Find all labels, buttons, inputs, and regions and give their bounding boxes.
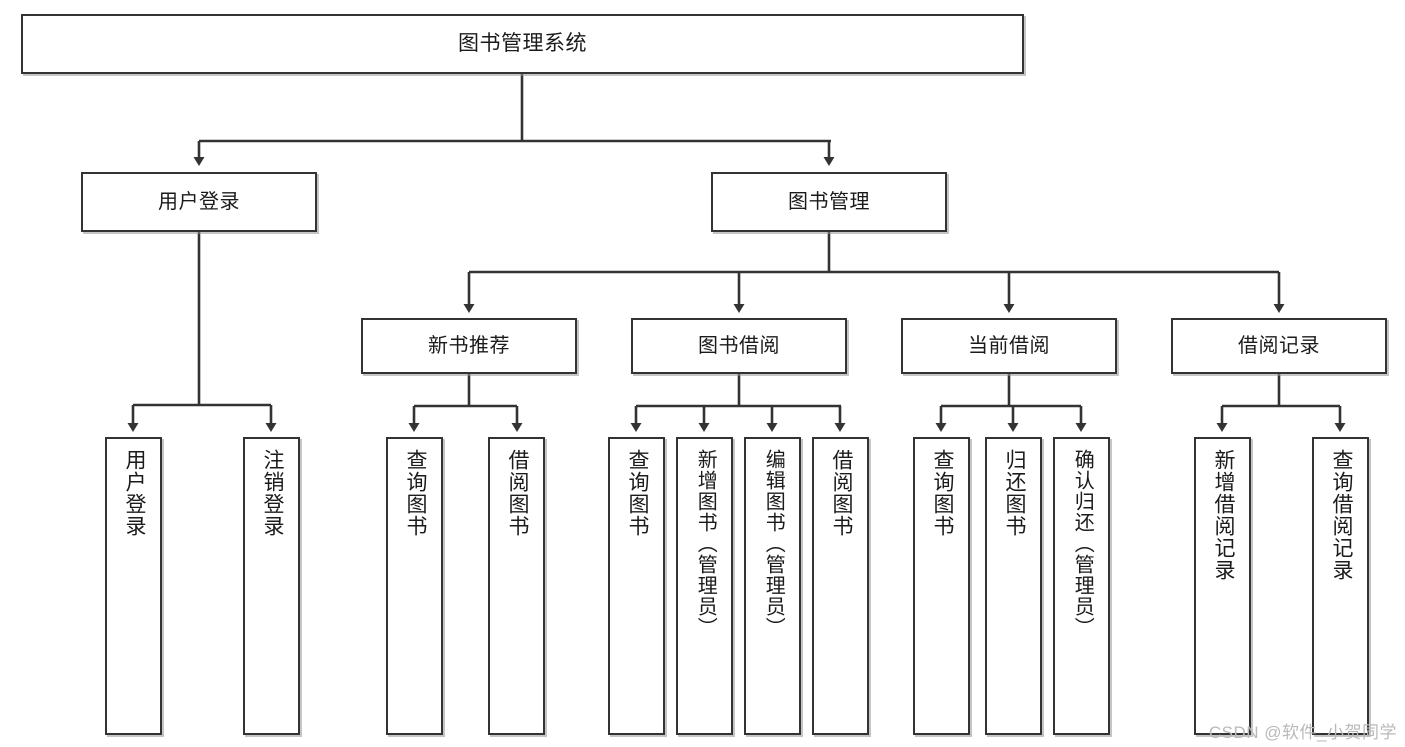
watermark: CSDN @软件_小贺同学: [1208, 723, 1397, 742]
leaf-add-book[interactable]: 新增图书（管理员）: [676, 437, 733, 735]
leaf-query-borrow-record-label: 查询借阅记录: [1329, 449, 1353, 581]
node-book-borrow-label: 图书借阅: [698, 334, 780, 357]
node-user-login[interactable]: 用户登录: [81, 172, 317, 232]
leaf-query-book-c[interactable]: 查询图书: [913, 437, 970, 735]
leaf-borrow-book-b-label: 借阅图书: [829, 449, 853, 537]
leaf-borrow-book-b[interactable]: 借阅图书: [812, 437, 869, 735]
leaf-edit-book[interactable]: 编辑图书（管理员）: [744, 437, 801, 735]
node-new-book-recommend-label: 新书推荐: [428, 334, 510, 357]
leaf-logout[interactable]: 注销登录: [243, 437, 300, 735]
leaf-edit-book-label: 编辑图书（管理员）: [762, 449, 785, 638]
node-root[interactable]: 图书管理系统: [21, 14, 1024, 74]
leaf-query-borrow-record[interactable]: 查询借阅记录: [1312, 437, 1369, 735]
node-borrow-record-label: 借阅记录: [1238, 334, 1320, 357]
leaf-return-book-label: 归还图书: [1002, 449, 1026, 537]
node-user-login-label: 用户登录: [158, 190, 240, 213]
node-borrow-record[interactable]: 借阅记录: [1171, 318, 1387, 374]
leaf-query-book-a-label: 查询图书: [403, 449, 427, 537]
leaf-confirm-return-label: 确认归还（管理员）: [1071, 449, 1094, 638]
leaf-add-book-label: 新增图书（管理员）: [694, 449, 717, 638]
leaf-query-book-b[interactable]: 查询图书: [608, 437, 665, 735]
leaf-return-book[interactable]: 归还图书: [985, 437, 1042, 735]
node-book-management-label: 图书管理: [788, 190, 870, 213]
leaf-query-book-a[interactable]: 查询图书: [386, 437, 443, 735]
node-root-label: 图书管理系统: [458, 31, 587, 55]
node-book-borrow[interactable]: 图书借阅: [631, 318, 847, 374]
leaf-borrow-book-a[interactable]: 借阅图书: [488, 437, 545, 735]
leaf-logout-label: 注销登录: [260, 449, 284, 537]
leaf-user-login-label: 用户登录: [122, 449, 146, 537]
leaf-add-borrow-record[interactable]: 新增借阅记录: [1194, 437, 1251, 735]
leaf-user-login[interactable]: 用户登录: [105, 437, 162, 735]
node-current-borrow[interactable]: 当前借阅: [901, 318, 1117, 374]
leaf-borrow-book-a-label: 借阅图书: [505, 449, 529, 537]
leaf-query-book-b-label: 查询图书: [625, 449, 649, 537]
leaf-add-borrow-record-label: 新增借阅记录: [1211, 449, 1235, 581]
leaf-confirm-return[interactable]: 确认归还（管理员）: [1053, 437, 1110, 735]
node-book-management[interactable]: 图书管理: [711, 172, 947, 232]
node-new-book-recommend[interactable]: 新书推荐: [361, 318, 577, 374]
node-current-borrow-label: 当前借阅: [968, 334, 1050, 357]
leaf-query-book-c-label: 查询图书: [930, 449, 954, 537]
